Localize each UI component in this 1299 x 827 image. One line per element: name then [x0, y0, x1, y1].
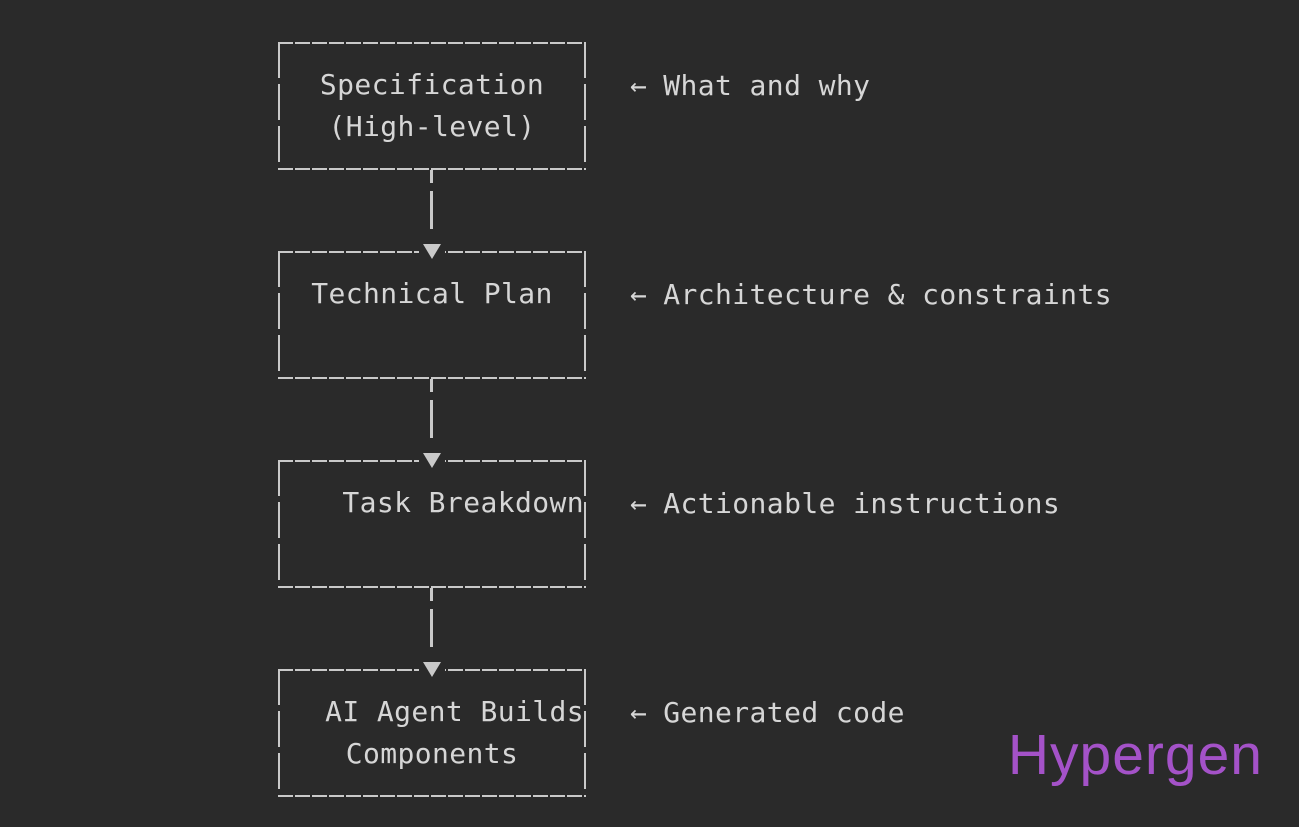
stage-title-line: Technical Plan	[311, 277, 553, 310]
stage-title-line: AI Agent Builds	[325, 695, 584, 728]
left-arrow-icon: ←	[630, 278, 648, 311]
stage-annotation: ← Architecture & constraints	[630, 274, 1112, 316]
brand-logo: Hypergen	[1007, 723, 1263, 787]
connector-segment	[430, 191, 433, 229]
connector-segment	[430, 379, 433, 392]
stage-annotation: ← Generated code	[630, 692, 905, 734]
connector-segment	[430, 400, 433, 438]
stage-title-line: Task Breakdown	[342, 486, 584, 519]
stage-subtitle-line: Components	[345, 737, 519, 770]
stage-subtitle-line	[278, 524, 586, 566]
stage-annotation-label: Architecture & constraints	[663, 278, 1112, 311]
stage-box-text: AI Agent Builds Components	[278, 669, 586, 775]
stage-box-text: Task Breakdown	[278, 460, 586, 566]
arrow-down-icon	[419, 243, 445, 262]
flow-stage-specification: Specification (High-level) ← What and wh…	[278, 42, 1298, 251]
left-arrow-icon: ←	[630, 487, 648, 520]
stage-annotation: ← What and why	[630, 65, 870, 107]
flow-stage-ai-agent-builds: AI Agent Builds Components ← Generated c…	[278, 661, 1298, 827]
connector-line	[430, 379, 433, 460]
connector-segment	[430, 609, 433, 647]
stage-annotation-label: What and why	[663, 69, 871, 102]
stage-box: Technical Plan	[278, 243, 586, 379]
arrow-down-icon	[419, 452, 445, 471]
stage-subtitle-line: (High-level)	[328, 110, 536, 143]
flow-stage-technical-plan: Technical Plan ← Architecture & constrai…	[278, 243, 1298, 460]
stage-annotation-label: Actionable instructions	[663, 487, 1061, 520]
stage-box-text: Technical Plan	[278, 251, 586, 357]
left-arrow-icon: ←	[630, 696, 648, 729]
flow-stage-task-breakdown: Task Breakdown ← Actionable instructions	[278, 452, 1298, 669]
stage-box: Specification (High-level)	[278, 42, 586, 170]
connector-line	[430, 170, 433, 251]
connector-segment	[430, 588, 433, 601]
stage-annotation: ← Actionable instructions	[630, 483, 1060, 525]
connector-line	[430, 588, 433, 669]
stage-annotation-label: Generated code	[663, 696, 905, 729]
stage-box-text: Specification (High-level)	[278, 42, 586, 148]
left-arrow-icon: ←	[630, 69, 648, 102]
stage-subtitle-line	[278, 315, 586, 357]
stage-box: AI Agent Builds Components	[278, 661, 586, 797]
stage-box: Task Breakdown	[278, 452, 586, 588]
connector-segment	[430, 170, 433, 183]
stage-title-line: Specification	[319, 68, 545, 101]
arrow-down-icon	[419, 661, 445, 680]
